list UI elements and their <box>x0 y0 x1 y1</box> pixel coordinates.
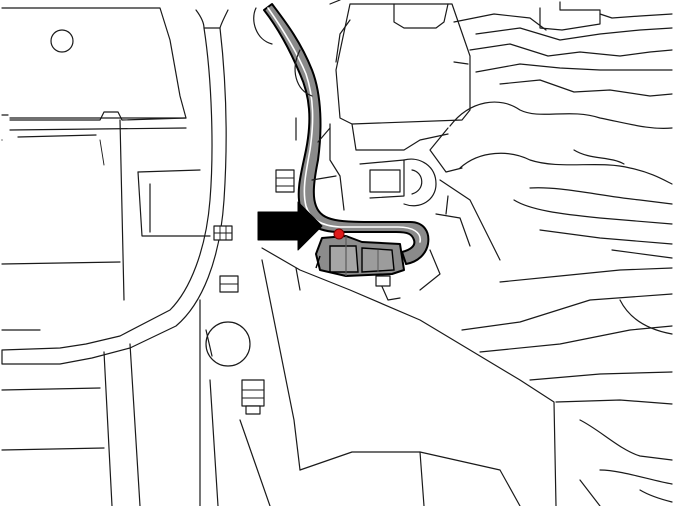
mounting-hole <box>50 29 74 53</box>
lower-housing <box>261 247 673 506</box>
red-dot-marker <box>333 228 345 240</box>
bolt <box>275 169 295 193</box>
center-components <box>253 7 501 301</box>
mid-left-components <box>1 119 295 506</box>
wiring-harness <box>263 3 430 265</box>
bolt <box>241 379 265 415</box>
upper-frame-lines <box>1 0 673 259</box>
sensor-block <box>369 169 401 193</box>
left-coolant-pipe <box>1 9 229 365</box>
bolt <box>219 275 239 293</box>
bolt <box>213 225 233 241</box>
round-boss <box>205 321 251 367</box>
harness-connector <box>315 235 405 277</box>
right-arrow-icon <box>257 201 323 251</box>
